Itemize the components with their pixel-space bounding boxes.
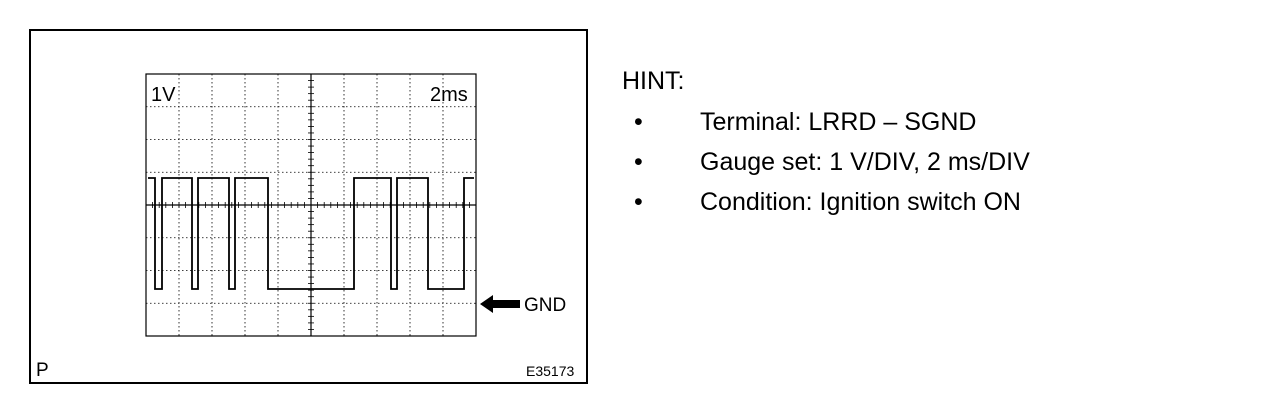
figure-code: E35173 xyxy=(526,363,575,379)
hint-title: HINT: xyxy=(622,67,685,95)
bullet-icon: • xyxy=(634,188,643,216)
hint-item-condition: • Condition: Ignition switch ON xyxy=(622,182,1030,222)
hint-item-text: Gauge set: 1 V/DIV, 2 ms/DIV xyxy=(700,148,1030,176)
hint-section: HINT: • Terminal: LRRD – SGND • Gauge se… xyxy=(622,66,1030,222)
gnd-label: GND xyxy=(524,295,567,316)
hint-list: • Terminal: LRRD – SGND • Gauge set: 1 V… xyxy=(622,102,1030,222)
hint-item-text: Terminal: LRRD – SGND xyxy=(700,108,977,136)
scope-grid xyxy=(146,74,476,336)
oscilloscope-figure: 1V 2ms GND P E35173 xyxy=(29,29,588,384)
oscilloscope-screen xyxy=(145,73,520,337)
scope-border xyxy=(145,73,477,337)
gnd-arrow-icon xyxy=(480,295,520,313)
bullet-icon: • xyxy=(634,108,643,136)
hint-item-terminal: • Terminal: LRRD – SGND xyxy=(622,102,1030,142)
bullet-icon: • xyxy=(634,148,643,176)
hint-item-text: Condition: Ignition switch ON xyxy=(700,188,1021,216)
corner-label: P xyxy=(36,360,49,381)
hint-item-gauge-set: • Gauge set: 1 V/DIV, 2 ms/DIV xyxy=(622,142,1030,182)
time-per-div-label: 2ms xyxy=(430,84,468,106)
signal-trace xyxy=(148,177,474,290)
volt-per-div-label: 1V xyxy=(151,84,176,106)
